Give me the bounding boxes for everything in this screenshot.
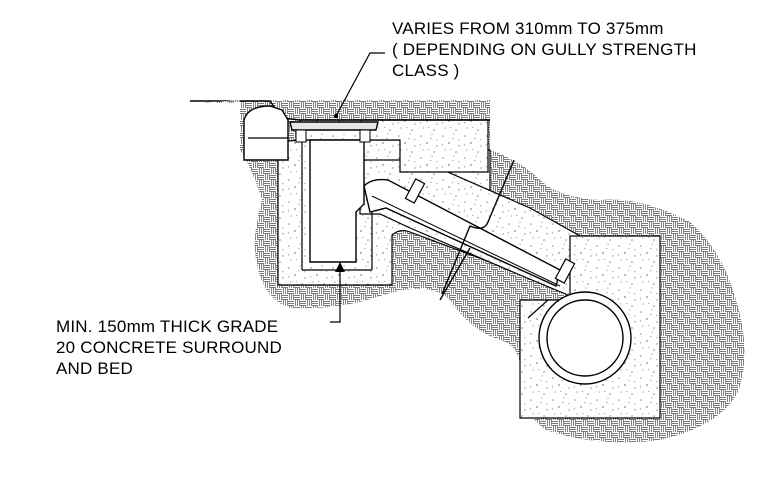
kerb — [243, 105, 289, 161]
break-line — [441, 159, 515, 295]
surround-note-line-3: AND BED — [56, 359, 133, 378]
sewer-connection-line — [527, 299, 549, 319]
surround-note-leader-arrow — [335, 262, 345, 272]
surround-note-line-2: 20 CONCRETE SURROUND — [56, 338, 282, 357]
ground-hatch-left — [196, 100, 270, 130]
pipe-centerline — [371, 195, 561, 287]
gully-pot — [309, 139, 365, 263]
depth-note-leader-dot — [333, 113, 339, 119]
depth-note-line-2: ( DEPENDING ON GULLY STRENGTH — [392, 40, 697, 59]
grating-frame-right — [359, 129, 371, 143]
connection-pipe — [363, 178, 561, 287]
pipe-joint-lower — [554, 258, 576, 284]
surround-note-line-1: MIN. 150mm THICK GRADE — [56, 317, 279, 336]
depth-variation-note: VARIES FROM 310mm TO 375mm ( DEPENDING O… — [392, 18, 697, 81]
surround-note-leader — [330, 262, 341, 323]
break-line-lower — [439, 247, 471, 301]
grating-frame-left — [295, 129, 307, 143]
sewer-pipe-inner — [546, 299, 624, 377]
concrete-surround-note: MIN. 150mm THICK GRADE 20 CONCRETE SURRO… — [56, 316, 282, 379]
depth-note-line-3: CLASS ) — [392, 61, 460, 80]
depth-note-leader — [335, 52, 385, 117]
pipe-joint-upper — [404, 178, 426, 204]
depth-note-line-1: VARIES FROM 310mm TO 375mm — [392, 19, 664, 38]
gully-grating — [289, 121, 379, 131]
